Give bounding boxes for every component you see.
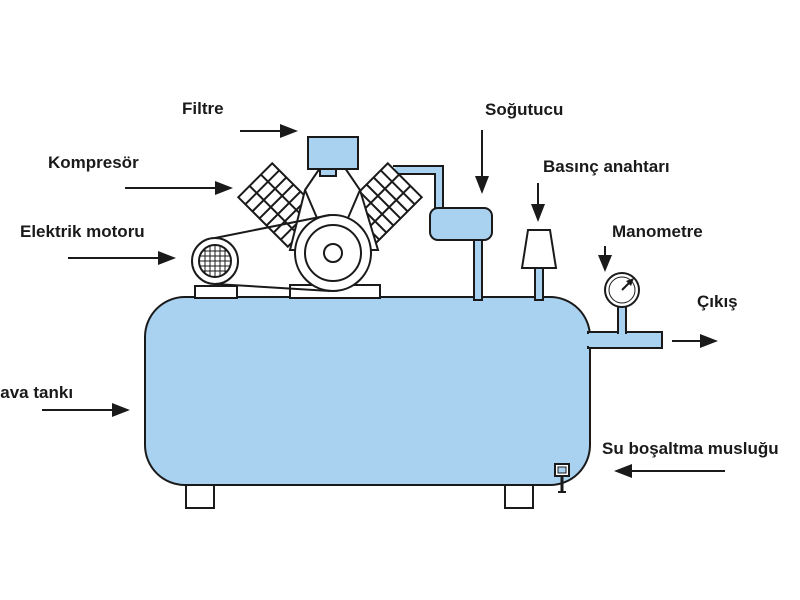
manometer-gauge [604, 272, 640, 308]
label-air-tank: Hava tankı [0, 383, 73, 402]
arrow-drain-valve [614, 464, 725, 478]
label-cooler: Soğutucu [485, 100, 563, 119]
label-compressor: Kompresör [48, 153, 139, 172]
arrow-cooler [475, 130, 489, 194]
label-manometer: Manometre [612, 222, 703, 241]
electric-motor [191, 214, 331, 292]
label-pressure-switch: Basınç anahtarı [543, 157, 670, 176]
arrow-electric-motor [68, 251, 176, 265]
arrow-compressor [125, 181, 233, 195]
drain-valve [554, 463, 570, 493]
arrow-outlet [672, 334, 718, 348]
arrow-air-tank [42, 403, 130, 417]
pressure-switch [520, 229, 558, 301]
compressor [236, 161, 424, 292]
outlet-pipe [585, 302, 663, 349]
arrow-pressure-switch [531, 183, 545, 222]
label-outlet: Çıkış [697, 292, 738, 311]
label-electric-motor: Elektrik motoru [20, 222, 145, 241]
arrow-filter [240, 124, 298, 138]
label-filter: Filtre [182, 99, 224, 118]
label-drain-valve: Su boşaltma musluğu [602, 439, 779, 458]
air-tank [144, 296, 591, 509]
arrow-manometer [598, 246, 612, 272]
filter [307, 136, 359, 177]
cooler [393, 165, 493, 301]
